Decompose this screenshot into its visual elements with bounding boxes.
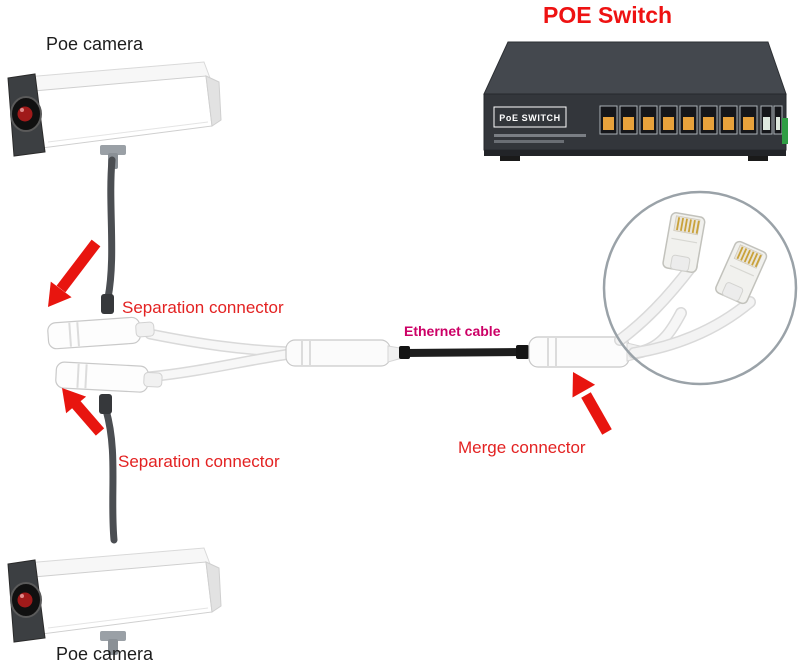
poe-camera-bottom-label: Poe camera: [56, 644, 154, 664]
separation-connector-bottom-label: Separation connector: [118, 452, 280, 471]
poe-camera-bottom: [7, 394, 222, 656]
red-arrows: [48, 239, 612, 436]
switch-foot: [500, 156, 520, 161]
switch-top-face: [483, 41, 787, 95]
poe-switch-title: POE Switch: [543, 2, 673, 28]
camera-cable-plug: [101, 294, 114, 314]
switch-bottom-edge: [484, 150, 786, 156]
camera-cable-top: [104, 156, 116, 302]
camera-cable-bottom: [102, 406, 118, 544]
magnifier-circle-bg: [604, 192, 796, 384]
poe-switch-device: PoE SWITCH: [483, 41, 788, 161]
switch-green-label: [782, 118, 788, 144]
ethernet-cable-label: Ethernet cable: [404, 323, 501, 339]
switch-poe-ports: [599, 105, 758, 135]
magnified-rj45-plugs: [614, 211, 769, 359]
ethernet-cable-part: [399, 345, 529, 359]
arrow-merge: [572, 372, 612, 435]
switch-fine-print-bar: [494, 134, 586, 137]
switch-label-box: [493, 106, 567, 128]
poe-camera-top: [7, 61, 222, 314]
switch-front-label: PoE SWITCH: [499, 113, 561, 123]
splitter-center-coupler: [285, 339, 407, 367]
switch-uplink-ports: [760, 105, 783, 135]
switch-foot: [748, 156, 768, 161]
separation-connector-top-part: [47, 316, 155, 350]
switch-fine-print-bar: [494, 140, 564, 143]
separation-connector-bottom-part: [55, 361, 163, 393]
merge-connector-label: Merge connector: [458, 438, 586, 457]
separation-connector-top-label: Separation connector: [122, 298, 284, 317]
arrow-separation-bottom: [62, 388, 105, 436]
poe-camera-top-label: Poe camera: [46, 34, 144, 54]
magnifier-circle-ring: [602, 190, 798, 386]
arrow-separation-top: [48, 239, 101, 307]
camera-cable-plug: [99, 394, 112, 414]
